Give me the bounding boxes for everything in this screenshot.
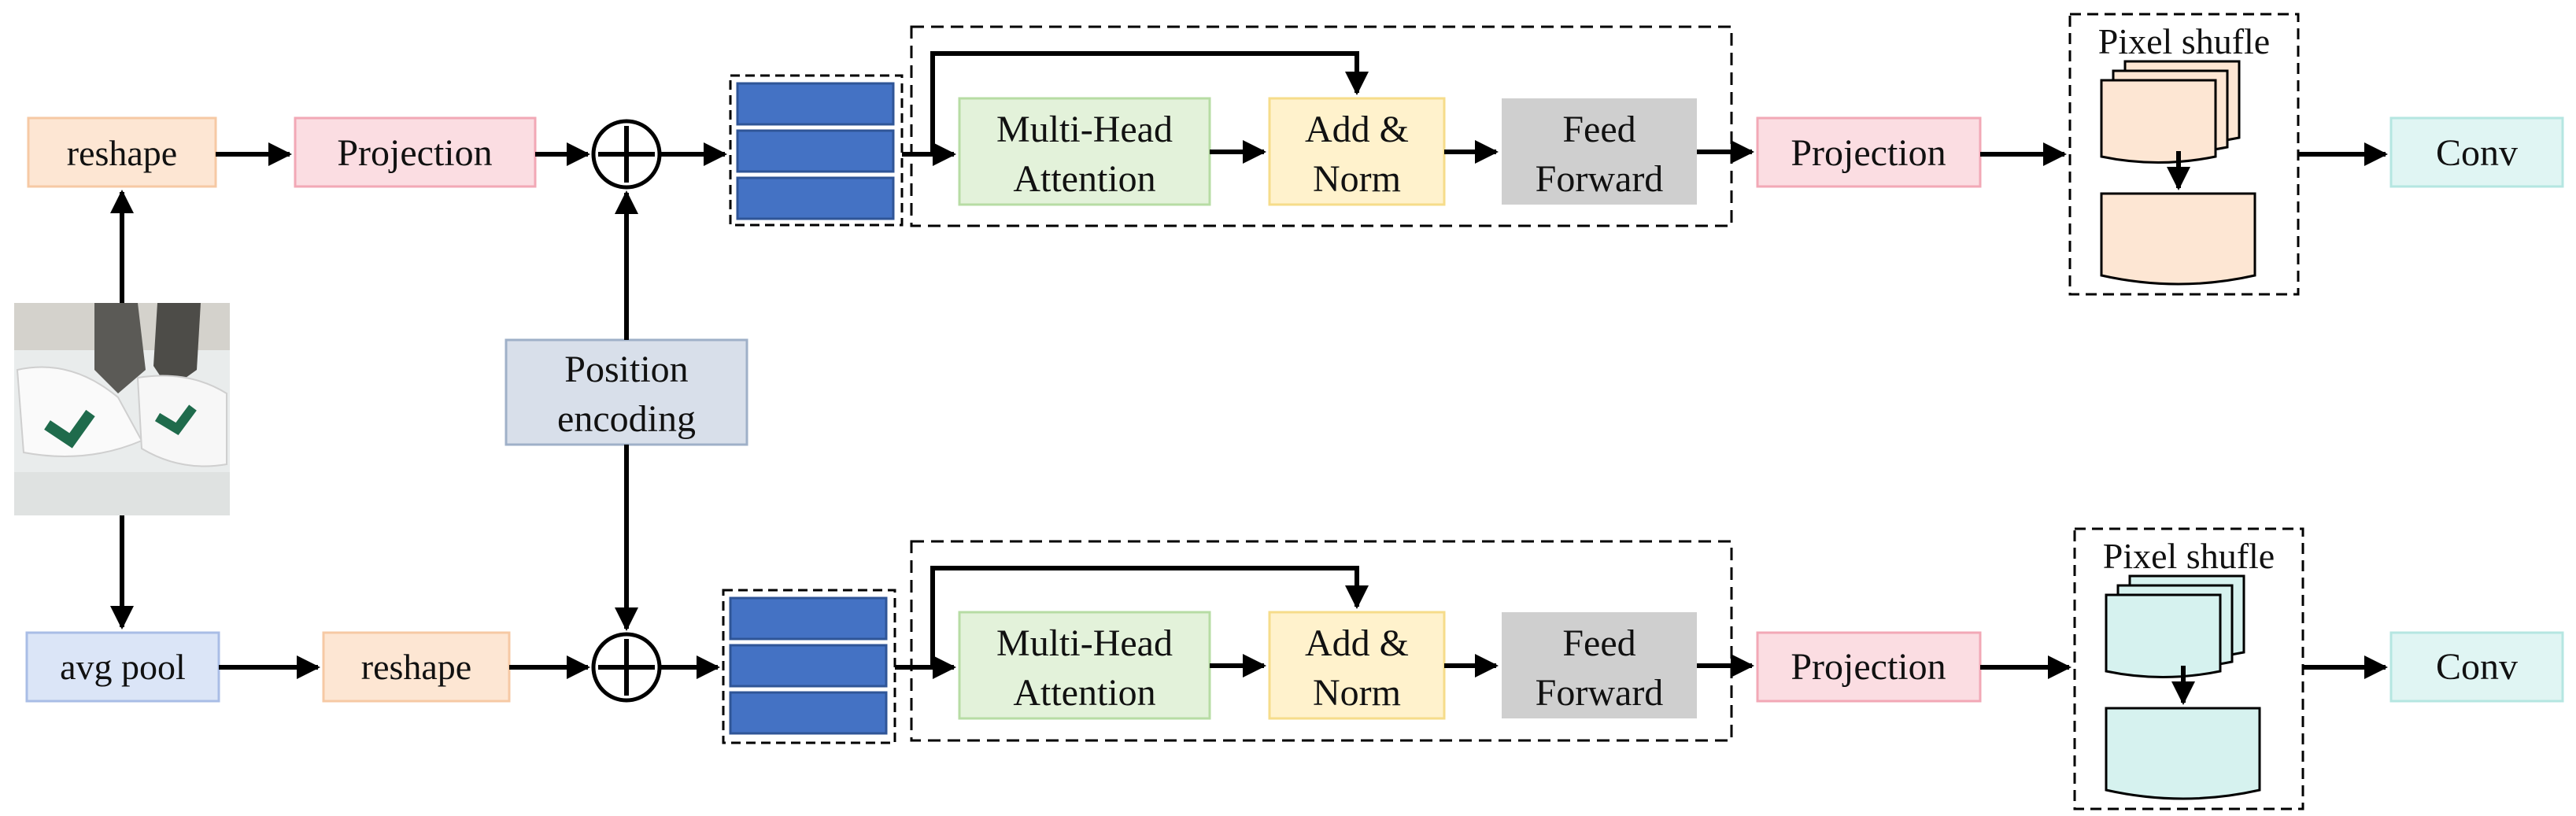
add-norm-label-line1-bottom: Add & — [1305, 622, 1409, 664]
attention-label-line2-top: Attention — [1013, 158, 1155, 200]
add-norm-label-line1-top: Add & — [1305, 109, 1409, 150]
add-circle-bottom — [591, 632, 662, 703]
add-norm-label-line2-bottom: Norm — [1313, 672, 1401, 714]
position-encoding-box — [504, 338, 748, 446]
feed-forward-box-top — [1502, 98, 1697, 205]
reshape-label-top: reshape — [67, 133, 177, 173]
attention-label-line1-bottom: Multi-Head — [996, 622, 1173, 664]
position-encoding-label-line2: encoding — [557, 398, 696, 440]
feed-forward-label-line2-top: Forward — [1536, 158, 1664, 200]
arrows — [110, 51, 2388, 705]
transformer-block-top — [910, 25, 1733, 227]
pixel-shuffle-label-top: Pixel shufle — [2098, 21, 2270, 61]
avg-pool-label: avg pool — [60, 647, 186, 687]
pixel-shuffle-top-stack-icon — [2100, 60, 2241, 164]
conv-label-top: Conv — [2436, 132, 2518, 174]
add-norm-label-line2-top: Norm — [1313, 158, 1401, 200]
projection-label-top-left: Projection — [337, 132, 492, 174]
feed-forward-label-line2-bottom: Forward — [1536, 672, 1664, 714]
projection-label-top-right: Projection — [1791, 132, 1946, 174]
projection-box-top-right — [1756, 116, 1982, 188]
projection-box-bottom — [1756, 631, 1982, 703]
pixel-shuffle-bottom-stack-icon — [2105, 574, 2245, 678]
pixel-shuffle-top-document-icon — [2100, 192, 2256, 286]
reshape-box-bottom — [322, 631, 511, 703]
feed-forward-label-line1-bottom: Feed — [1562, 622, 1635, 664]
feed-forward-label-line1-top: Feed — [1562, 109, 1635, 150]
token-stack-bottom — [722, 589, 896, 744]
transformer-block-bottom — [910, 540, 1733, 742]
conv-box-bottom — [2389, 631, 2564, 703]
add-norm-box-bottom — [1268, 611, 1446, 720]
add-circle-top — [591, 119, 662, 190]
position-encoding-label-line1: Position — [564, 349, 688, 390]
pixel-shuffle-label-bottom: Pixel shufle — [2103, 536, 2275, 576]
conv-label-bottom: Conv — [2436, 646, 2518, 688]
reshape-label-bottom: reshape — [361, 647, 471, 687]
input-image — [14, 303, 230, 515]
conv-box-top — [2389, 116, 2564, 188]
avg-pool-box — [25, 631, 220, 703]
feed-forward-box-bottom — [1502, 612, 1697, 718]
attention-label-line1-top: Multi-Head — [996, 109, 1173, 150]
attention-box-bottom — [958, 611, 1211, 720]
token-stack-top — [729, 74, 904, 227]
reshape-box-top — [27, 116, 217, 188]
pixel-shuffle-bottom-document-icon — [2105, 707, 2261, 800]
attention-label-line2-bottom: Attention — [1013, 672, 1155, 714]
projection-label-bottom: Projection — [1791, 646, 1946, 688]
